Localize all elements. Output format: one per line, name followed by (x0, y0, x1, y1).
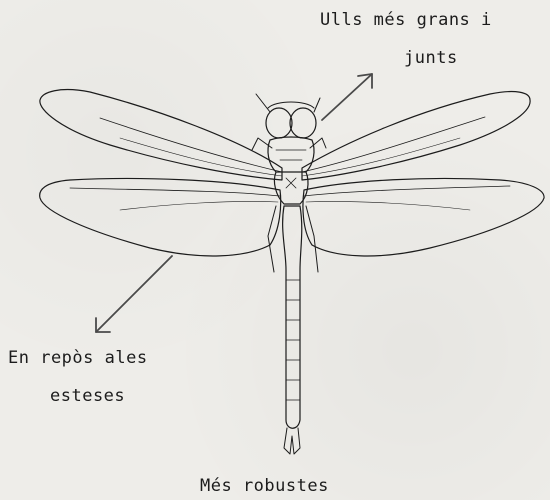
cerci (284, 428, 300, 454)
antenna-left (256, 94, 270, 112)
thorax-mark (286, 178, 296, 188)
right-forewing (302, 92, 530, 180)
eyes-label-line1: Ulls més grans i (320, 10, 492, 30)
right-hindwing (303, 178, 544, 256)
wings-label-line2: esteses (50, 386, 125, 406)
left-eye (266, 108, 292, 138)
right-hindwing-vein (304, 186, 510, 196)
leg-right-2 (306, 206, 318, 272)
eyes-arrow (322, 74, 372, 120)
abdomen-segments (286, 280, 300, 400)
leg-left-2 (268, 206, 276, 272)
right-forewing-vein-2 (302, 138, 460, 176)
left-forewing-vein-2 (120, 138, 282, 176)
body-label: Més robustes (200, 476, 329, 496)
right-eye (290, 108, 316, 138)
eyes-label-line2: junts (404, 48, 458, 68)
left-forewing (40, 90, 282, 180)
thorax-detail (276, 150, 306, 160)
abdomen (283, 206, 302, 428)
left-hindwing-vein (70, 188, 280, 196)
thorax (268, 137, 314, 172)
wings-label-line1: En repòs ales (8, 348, 148, 368)
face (268, 102, 314, 108)
left-hindwing-vein-2 (120, 201, 278, 210)
wings-arrow (96, 256, 172, 332)
right-hindwing-vein-2 (306, 201, 470, 210)
antenna-right (314, 98, 320, 112)
